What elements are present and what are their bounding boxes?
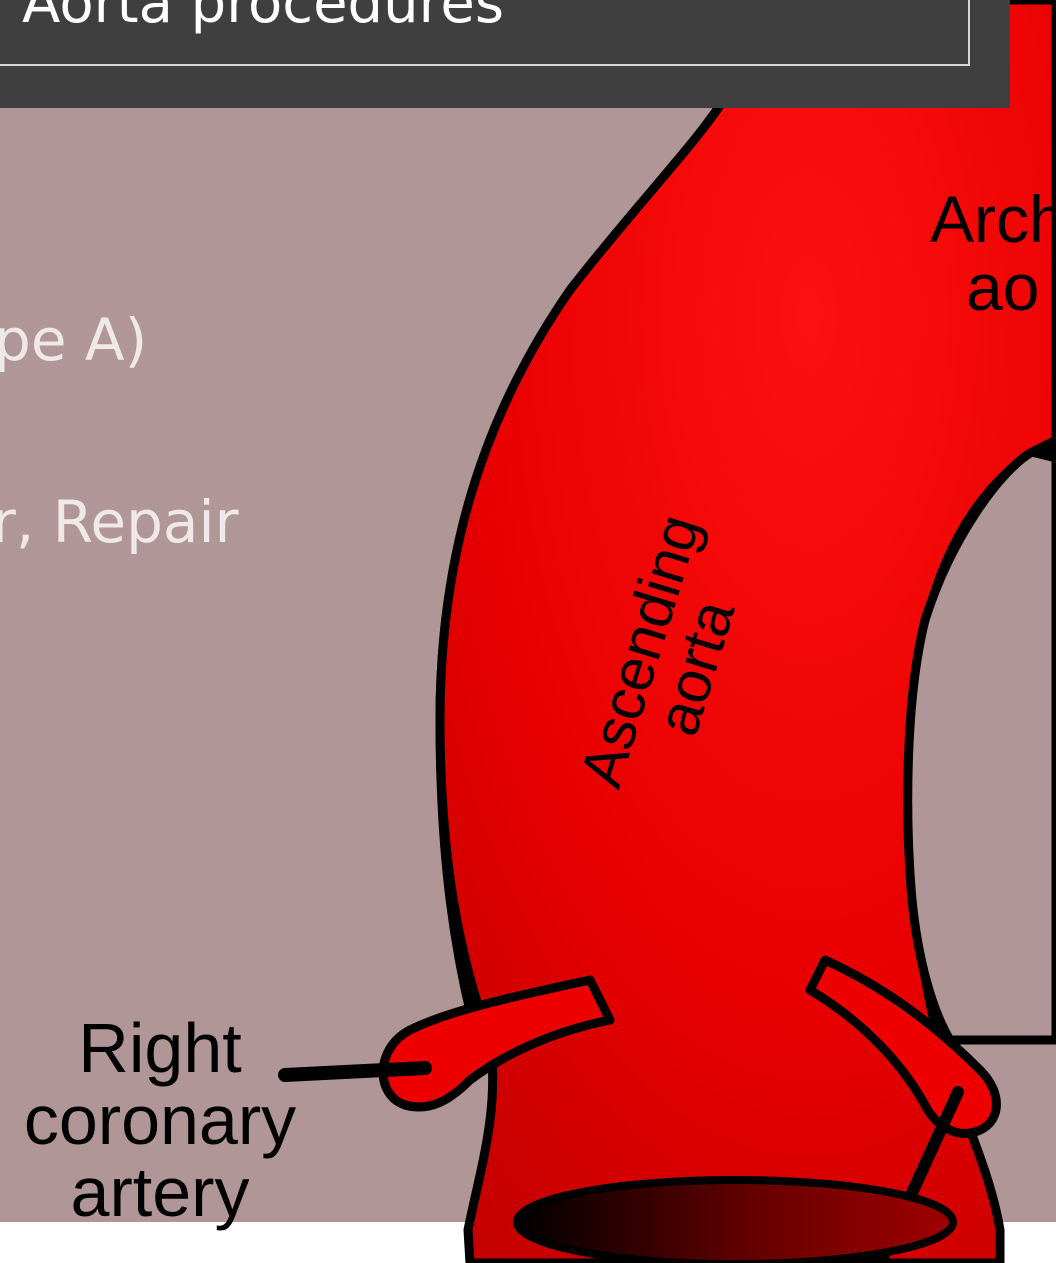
label-rca-line2: coronary bbox=[24, 1081, 296, 1159]
label-arch-of-aorta: Arch ao bbox=[930, 185, 1056, 321]
label-right-coronary-artery: Right coronary artery bbox=[20, 1012, 300, 1228]
label-arch-line1: Arch bbox=[930, 182, 1056, 256]
label-arch-line2: ao bbox=[930, 253, 1056, 321]
bullet-text-1: pe A) bbox=[0, 305, 147, 375]
slide-title: Aorta procedures bbox=[22, 0, 504, 38]
slide-title-bar: Aorta procedures bbox=[0, 0, 1010, 108]
label-rca-line3: artery bbox=[71, 1153, 250, 1231]
rca-pointer-line bbox=[285, 1068, 425, 1075]
aortic-valve-ostium bbox=[517, 1180, 953, 1263]
label-rca-line1: Right bbox=[78, 1009, 241, 1087]
bullet-text-2: r, Repair bbox=[0, 487, 238, 557]
